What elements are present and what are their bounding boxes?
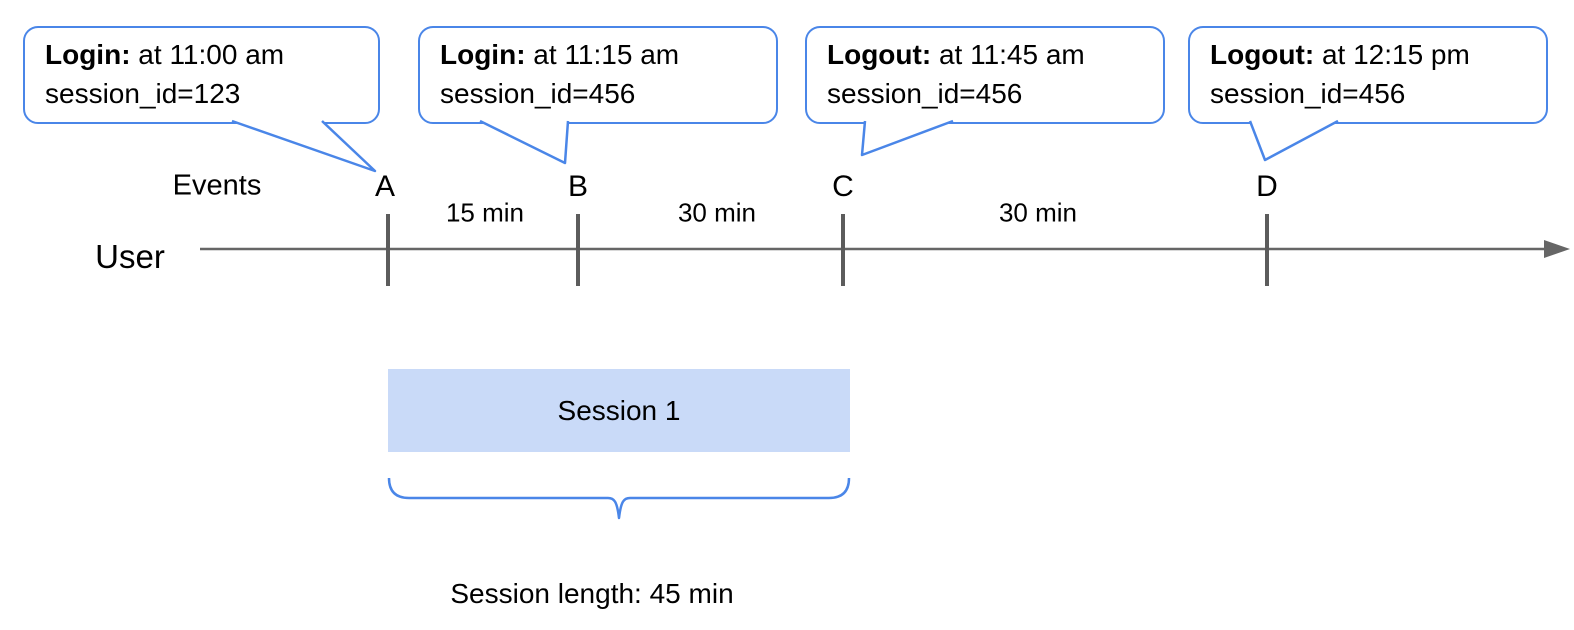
session-id-text: session_id=456	[1210, 78, 1406, 109]
event-type-label: Login:	[440, 39, 526, 70]
event-time-text: at 11:15 am	[525, 39, 680, 70]
callout-a-tail	[231, 119, 377, 173]
session-id-text: session_id=456	[440, 78, 636, 109]
callout-c-tail	[860, 119, 954, 157]
callout-login-b: Login: at 11:15 am session_id=456	[418, 26, 778, 124]
callout-login-a: Login: at 11:00 am session_id=123	[23, 26, 380, 124]
callout-b-tail	[479, 119, 570, 165]
session-1-box: Session 1	[388, 369, 850, 452]
event-marker-b: B	[567, 170, 589, 203]
timeline-arrowhead-icon	[1544, 240, 1570, 258]
event-marker-d: D	[1256, 170, 1278, 203]
event-time-text: at 11:45 am	[931, 39, 1085, 70]
callout-line-1: Logout: at 11:45 am	[827, 35, 1143, 74]
event-marker-c: C	[832, 170, 854, 203]
event-type-label: Logout:	[827, 39, 932, 70]
events-axis-label: Events	[172, 169, 262, 202]
session-length-label: Session length: 45 min	[450, 578, 734, 609]
interval-label-a-b: 15 min	[445, 197, 525, 228]
event-time-text: at 11:00 am	[130, 39, 285, 70]
interval-label-b-c: 30 min	[677, 197, 757, 228]
event-marker-a: A	[374, 170, 396, 203]
session-length-brace	[387, 477, 851, 520]
callout-logout-d: Logout: at 12:15 pm session_id=456	[1188, 26, 1548, 124]
callout-line-1: Login: at 11:15 am	[440, 35, 756, 74]
event-type-label: Logout:	[1210, 39, 1315, 70]
callout-line-1: Logout: at 12:15 pm	[1210, 35, 1526, 74]
interval-label-c-d: 30 min	[998, 197, 1078, 228]
callout-logout-c: Logout: at 11:45 am session_id=456	[805, 26, 1165, 124]
session-id-text: session_id=456	[827, 78, 1023, 109]
session-1-label: Session 1	[557, 394, 681, 426]
callout-line-1: Login: at 11:00 am	[45, 35, 358, 74]
session-id-text: session_id=123	[45, 78, 241, 109]
user-row-label: User	[95, 238, 165, 275]
event-time-text: at 12:15 pm	[1314, 39, 1470, 70]
event-type-label: Login:	[45, 39, 131, 70]
callout-d-tail	[1248, 119, 1339, 162]
